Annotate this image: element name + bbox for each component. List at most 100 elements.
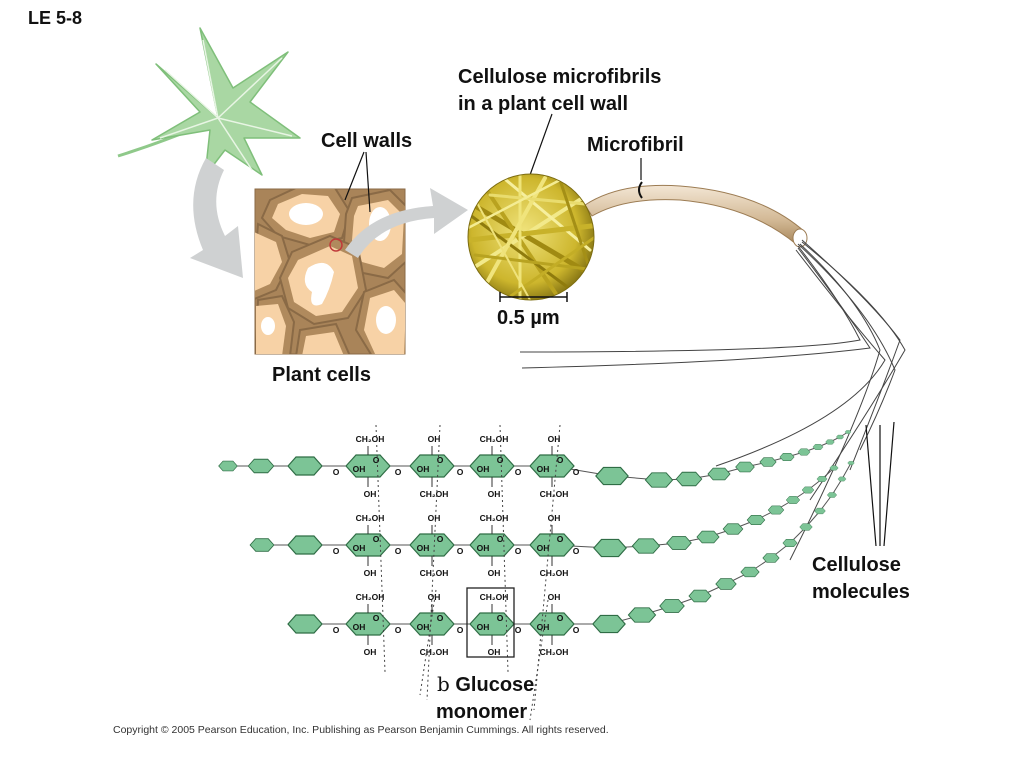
- hydrogen-bond-line-1: [426, 424, 441, 701]
- top-substituent: OH: [548, 513, 561, 523]
- bottom-substituent: OH: [488, 489, 501, 499]
- glucose-ring-left-0: [287, 614, 323, 634]
- glucose-ring-right-2: [659, 599, 685, 613]
- glucose-ring-right-1: [627, 607, 657, 623]
- micrograph-caption-line2: in a plant cell wall: [458, 93, 629, 115]
- glucose-ring-left-1: [247, 458, 275, 474]
- cellulose-molecules-line2: molecules: [812, 581, 910, 603]
- glucose-ring-detailed: [409, 533, 455, 557]
- hydrogen-bond-line-4: [419, 589, 437, 696]
- glucose-monomer-line1: b Glucose: [437, 671, 534, 699]
- micrograph: [467, 173, 595, 301]
- glucose-ring-right-10: [827, 492, 837, 498]
- ring-oxygen: O: [373, 455, 380, 465]
- glucose-ring-right-6: [762, 553, 780, 563]
- glucose-ring-right-12: [847, 461, 855, 465]
- glucose-ring-right-2: [675, 471, 703, 487]
- glucose-ring-right-6: [779, 452, 795, 462]
- glucose-ring-detailed: [409, 454, 455, 478]
- bottom-substituent: OH: [488, 647, 501, 657]
- glucose-ring-detailed: [469, 533, 515, 557]
- hydrogen-bond-line-0: [375, 424, 386, 673]
- bottom-substituent: OH: [488, 568, 501, 578]
- glucose-monomer-label: b Glucose monomer: [436, 671, 534, 726]
- bottom-substituent: OH: [364, 489, 377, 499]
- ring-hydroxyl: OH: [537, 622, 550, 632]
- glucose-ring-right-0: [595, 466, 629, 486]
- glucose-chain-2: O O O O O O OH CH₂OH OH O OH OH CH₂OH O OH CH₂OH OH O OH OH…: [287, 461, 855, 657]
- scale-bar-label: 0.5 µm: [497, 307, 560, 329]
- glycosidic-oxygen: O: [333, 546, 340, 556]
- glucose-ring-left-1: [287, 535, 323, 555]
- glucose-ring-right-5: [740, 566, 760, 578]
- glucose-ring-detailed: [345, 454, 391, 478]
- top-substituent: CH₂OH: [480, 434, 509, 444]
- micrograph-leader: [529, 113, 553, 176]
- bottom-substituent: CH₂OH: [420, 647, 449, 657]
- glucose-ring-right-3: [696, 530, 720, 544]
- glucose-ring-detailed: [345, 533, 391, 557]
- strand-4: [521, 247, 871, 369]
- hydrogen-bond-line-5: [529, 599, 549, 721]
- glucose-ring-detailed: [469, 454, 515, 478]
- ring-hydroxyl: OH: [417, 543, 430, 553]
- strand-5: [715, 249, 886, 467]
- glycosidic-oxygen: O: [395, 467, 402, 477]
- glucose-ring-right-8: [799, 523, 813, 531]
- glucose-ring-right-1: [644, 472, 674, 488]
- glucose-ring-right-7: [797, 448, 811, 456]
- glucose-word: Glucose: [455, 674, 535, 696]
- bottom-substituent: OH: [364, 568, 377, 578]
- ring-hydroxyl: OH: [537, 464, 550, 474]
- glucose-ring-right-4: [722, 523, 744, 535]
- glucose-ring-detailed: [345, 612, 391, 636]
- glucose-ring-left-0: [218, 460, 238, 472]
- ring-oxygen: O: [497, 455, 504, 465]
- leaf-illustration: [117, 27, 301, 177]
- glycosidic-oxygen: O: [457, 625, 464, 635]
- scale-bar: [499, 292, 568, 302]
- bottom-substituent: CH₂OH: [420, 489, 449, 499]
- hydrogen-bond-line-2: [499, 424, 509, 673]
- top-substituent: OH: [428, 592, 441, 602]
- glucose-ring-right-7: [785, 496, 801, 504]
- ring-hydroxyl: OH: [353, 622, 366, 632]
- glucose-ring-right-5: [746, 515, 766, 525]
- cellulose-strands: [519, 239, 906, 561]
- ring-oxygen: O: [557, 455, 564, 465]
- cell-walls-label: Cell walls: [321, 130, 413, 152]
- top-substituent: OH: [428, 513, 441, 523]
- strand-1: [801, 241, 906, 501]
- glucose-ring-detailed: [409, 612, 455, 636]
- glucose-ring-right-11: [844, 430, 852, 434]
- glycosidic-oxygen: O: [395, 625, 402, 635]
- slide-id: LE 5-8: [28, 8, 83, 28]
- glucose-ring-right-10: [829, 465, 839, 471]
- glucose-chains: O O O O O O OH CH₂OH OH O OH OH CH₂OH O OH CH₂OH OH O OH OH…: [218, 424, 855, 721]
- glucose-ring-right-10: [836, 434, 844, 440]
- cellulose-molecules-line1: Cellulose: [812, 554, 901, 576]
- top-substituent: OH: [428, 434, 441, 444]
- strand-3: [519, 245, 861, 353]
- arrow-cells-to-micrograph: [345, 188, 468, 258]
- plant-cells-label: Plant cells: [272, 364, 371, 386]
- glucose-ring-right-9: [825, 439, 835, 445]
- glucose-ring-right-4: [735, 461, 755, 473]
- glucose-ring-right-9: [816, 476, 828, 482]
- glucose-ring-right-5: [759, 457, 777, 467]
- top-substituent: CH₂OH: [356, 592, 385, 602]
- ring-oxygen: O: [497, 534, 504, 544]
- top-substituent: CH₂OH: [356, 513, 385, 523]
- cellulose-molecules-leader: [865, 421, 895, 547]
- glycosidic-oxygen: O: [457, 546, 464, 556]
- glycosidic-oxygen: O: [457, 467, 464, 477]
- beta-symbol: b: [437, 672, 450, 696]
- ring-oxygen: O: [437, 613, 444, 623]
- glycosidic-oxygen: O: [573, 625, 580, 635]
- glucose-ring-left-2: [287, 456, 323, 476]
- cellulose-molecules-label: Cellulose molecules: [812, 552, 910, 606]
